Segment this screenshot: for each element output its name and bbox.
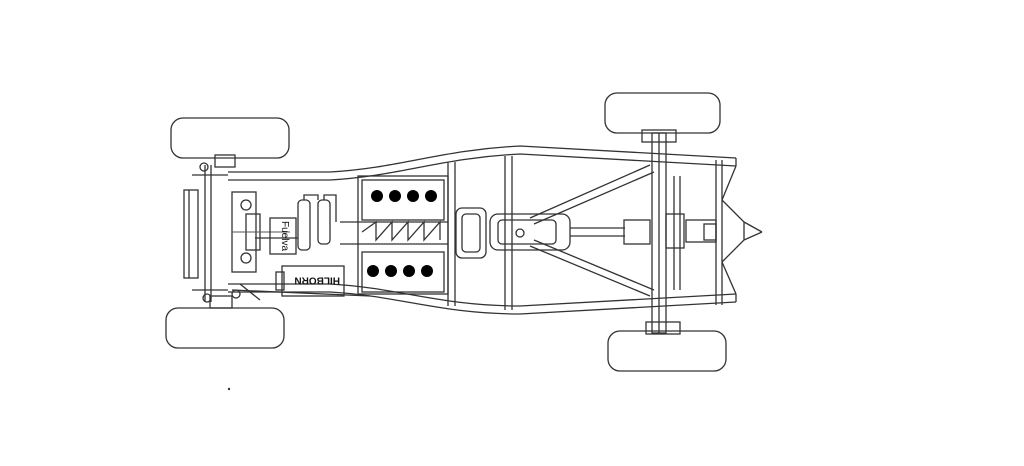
port	[403, 265, 415, 277]
rear-nerf-bar	[721, 165, 763, 295]
radiator	[231, 191, 290, 273]
hilborn-injector: HILBORN	[275, 265, 345, 297]
magneto-label: Fuelva	[279, 221, 290, 251]
front-wheel-bottom	[165, 307, 285, 349]
hilborn-label: HILBORN	[294, 274, 340, 285]
engine-block	[340, 175, 449, 295]
port	[407, 190, 419, 202]
frame-rails	[192, 145, 737, 315]
steering-linkage	[231, 283, 371, 301]
radius-rods	[529, 164, 655, 297]
rear-wheel-top	[604, 92, 721, 134]
exhaust-ports-top	[371, 190, 437, 202]
port	[421, 265, 433, 277]
front-wheel-top	[170, 117, 290, 159]
front-axle	[183, 154, 236, 309]
rear-differential	[623, 176, 717, 290]
stray-mark	[227, 387, 231, 391]
port	[367, 265, 379, 277]
rear-wheel-bottom	[607, 330, 727, 372]
port	[425, 190, 437, 202]
transmission	[489, 213, 625, 251]
intake-pipes	[255, 194, 337, 255]
port	[385, 265, 397, 277]
port	[371, 190, 383, 202]
port	[389, 190, 401, 202]
exhaust-ports-bottom	[367, 265, 433, 277]
bellhousing	[455, 207, 487, 259]
